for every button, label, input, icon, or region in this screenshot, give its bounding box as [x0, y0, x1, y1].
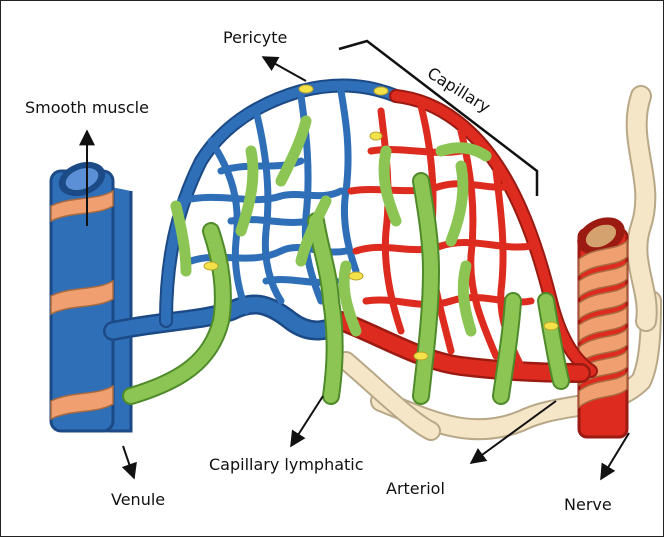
capillary-bed-venous	[113, 86, 396, 331]
pericyte-label: Pericyte	[223, 30, 287, 46]
capillary-lymphatic-label: Capillary lymphatic	[209, 457, 364, 473]
venule-arrow	[123, 446, 134, 478]
capillary-lymphatic-arrow	[291, 396, 323, 446]
smooth-muscle-label: Smooth muscle	[25, 100, 149, 116]
venule-vessel	[51, 156, 131, 431]
venule-label: Venule	[111, 492, 165, 508]
pericyte-arrow	[263, 57, 306, 81]
arteriole-vessel	[571, 210, 631, 437]
arteriol-label: Arteriol	[386, 481, 445, 497]
nerve-arrow	[601, 433, 629, 479]
nerve-label: Nerve	[564, 497, 612, 513]
